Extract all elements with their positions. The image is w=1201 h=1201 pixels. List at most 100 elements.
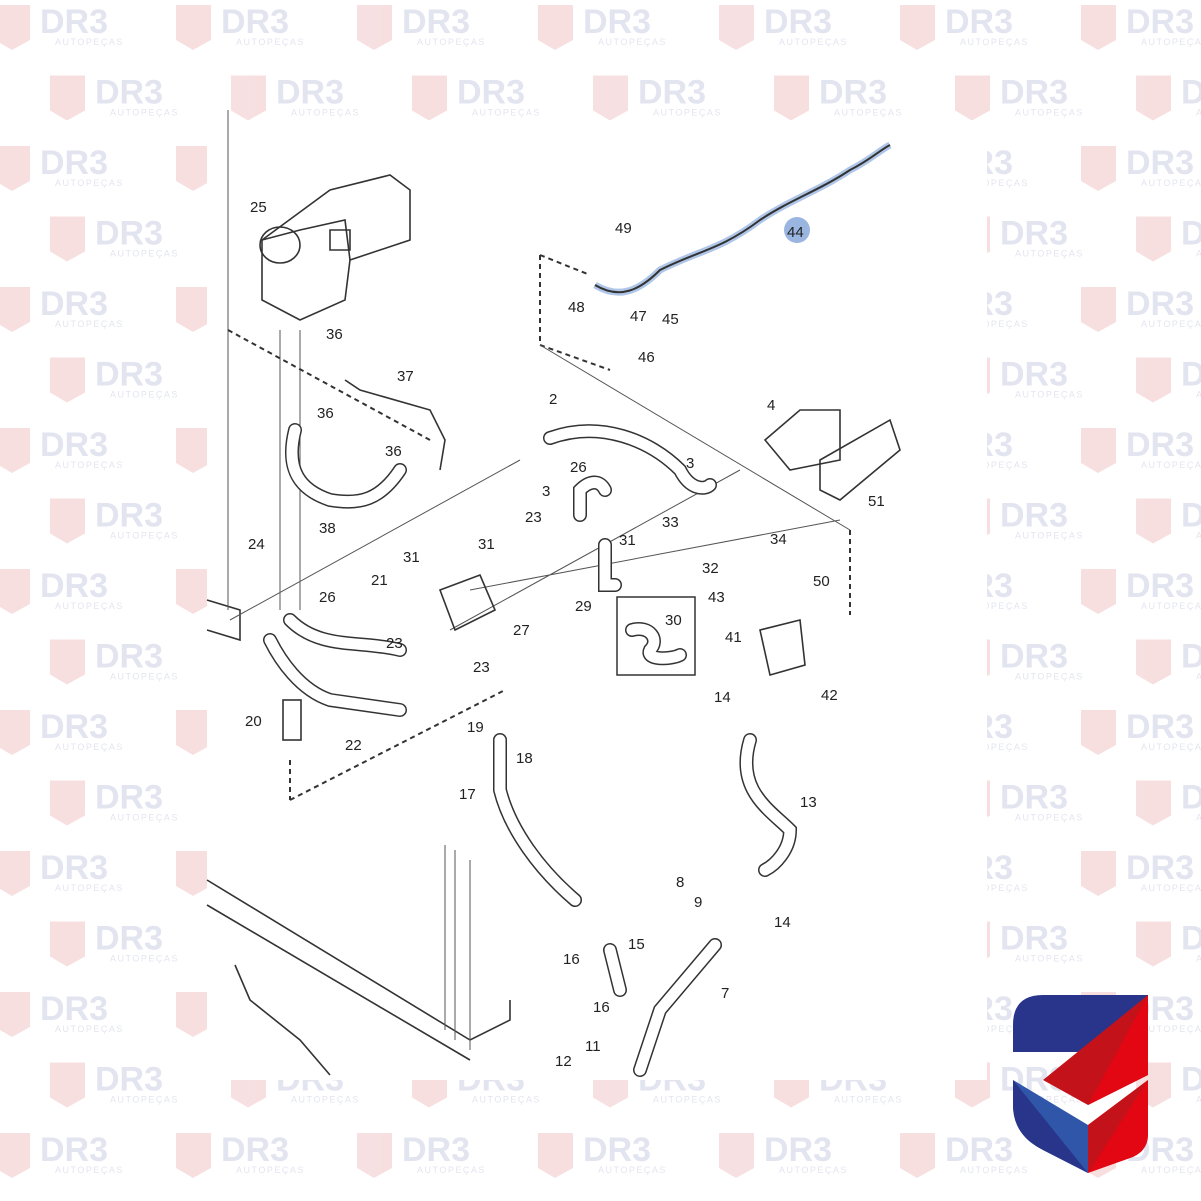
svg-text:AUTOPEÇAS: AUTOPEÇAS xyxy=(55,319,124,329)
svg-text:AUTOPEÇAS: AUTOPEÇAS xyxy=(1015,249,1084,259)
svg-text:DR3: DR3 xyxy=(95,215,163,253)
svg-text:AUTOPEÇAS: AUTOPEÇAS xyxy=(1141,1024,1201,1034)
svg-text:DR3: DR3 xyxy=(1126,3,1194,41)
callout-label: 31 xyxy=(619,532,636,549)
svg-text:AUTOPEÇAS: AUTOPEÇAS xyxy=(653,108,722,118)
callout-label: 29 xyxy=(575,598,592,615)
callout-label: 24 xyxy=(248,536,265,553)
svg-text:DR3: DR3 xyxy=(764,3,832,41)
callout-label: 32 xyxy=(702,560,719,577)
callout-label: 49 xyxy=(615,220,632,237)
svg-text:DR3: DR3 xyxy=(95,920,163,958)
callout-label: 44 xyxy=(787,224,804,241)
svg-text:DR3: DR3 xyxy=(819,74,887,112)
svg-text:DR3: DR3 xyxy=(583,3,651,41)
callout-label: 22 xyxy=(345,737,362,754)
callout-label: 33 xyxy=(662,514,679,531)
svg-text:DR3: DR3 xyxy=(1126,708,1194,746)
svg-text:DR3: DR3 xyxy=(40,285,108,323)
svg-text:AUTOPEÇAS: AUTOPEÇAS xyxy=(55,460,124,470)
svg-text:AUTOPEÇAS: AUTOPEÇAS xyxy=(1196,954,1201,964)
svg-text:AUTOPEÇAS: AUTOPEÇAS xyxy=(1141,319,1201,329)
callout-label: 23 xyxy=(473,659,490,676)
callout-label: 21 xyxy=(371,572,388,589)
svg-text:AUTOPEÇAS: AUTOPEÇAS xyxy=(472,108,541,118)
callout-label: 31 xyxy=(478,536,495,553)
svg-text:DR3: DR3 xyxy=(402,1131,470,1169)
pipe-37 xyxy=(344,379,446,471)
svg-text:AUTOPEÇAS: AUTOPEÇAS xyxy=(1141,37,1201,47)
radiator xyxy=(206,110,511,1076)
callout-label: 16 xyxy=(563,951,580,968)
callout-label: 43 xyxy=(708,589,725,606)
svg-text:AUTOPEÇAS: AUTOPEÇAS xyxy=(55,178,124,188)
svg-text:DR3: DR3 xyxy=(40,990,108,1028)
pipe-20 xyxy=(282,699,302,741)
svg-text:DR3: DR3 xyxy=(457,74,525,112)
svg-text:DR3: DR3 xyxy=(1181,779,1201,817)
callout-label: 16 xyxy=(593,999,610,1016)
callout-label: 31 xyxy=(403,549,420,566)
callout-label: 37 xyxy=(397,368,414,385)
callout-label: 27 xyxy=(513,622,530,639)
svg-text:AUTOPEÇAS: AUTOPEÇAS xyxy=(960,601,1029,611)
svg-text:DR3: DR3 xyxy=(1181,74,1201,112)
svg-text:AUTOPEÇAS: AUTOPEÇAS xyxy=(1141,178,1201,188)
callout-label: 45 xyxy=(662,311,679,328)
callout-label: 23 xyxy=(525,509,542,526)
svg-text:DR3: DR3 xyxy=(1126,285,1194,323)
svg-text:AUTOPEÇAS: AUTOPEÇAS xyxy=(236,1165,305,1175)
callout-label: 13 xyxy=(800,794,817,811)
svg-text:DR3: DR3 xyxy=(95,638,163,676)
callout-label: 20 xyxy=(245,713,262,730)
callout-label: 3 xyxy=(542,483,550,500)
callout-label: 38 xyxy=(319,520,336,537)
callout-label: 9 xyxy=(694,894,702,911)
expansion-tank xyxy=(259,174,411,321)
svg-text:AUTOPEÇAS: AUTOPEÇAS xyxy=(960,1024,1029,1034)
svg-text:DR3: DR3 xyxy=(1126,567,1194,605)
svg-text:DR3: DR3 xyxy=(40,144,108,182)
svg-text:DR3: DR3 xyxy=(764,1131,832,1169)
svg-text:DR3: DR3 xyxy=(40,849,108,887)
svg-text:AUTOPEÇAS: AUTOPEÇAS xyxy=(417,1165,486,1175)
callout-label: 15 xyxy=(628,936,645,953)
svg-text:AUTOPEÇAS: AUTOPEÇAS xyxy=(110,531,179,541)
svg-text:AUTOPEÇAS: AUTOPEÇAS xyxy=(1196,249,1201,259)
callout-label: 11 xyxy=(585,1038,601,1055)
svg-text:AUTOPEÇAS: AUTOPEÇAS xyxy=(1015,813,1084,823)
svg-text:AUTOPEÇAS: AUTOPEÇAS xyxy=(960,319,1029,329)
callout-label: 26 xyxy=(319,589,336,606)
callout-label: 23 xyxy=(386,635,403,652)
svg-text:DR3: DR3 xyxy=(221,3,289,41)
svg-text:AUTOPEÇAS: AUTOPEÇAS xyxy=(779,37,848,47)
svg-text:AUTOPEÇAS: AUTOPEÇAS xyxy=(1196,813,1201,823)
callout-label: 18 xyxy=(516,750,533,767)
svg-text:AUTOPEÇAS: AUTOPEÇAS xyxy=(55,883,124,893)
callout-label: 14 xyxy=(774,914,791,931)
callout-label: 36 xyxy=(385,443,402,460)
callout-label: 8 xyxy=(676,874,684,891)
callout-label: 4 xyxy=(767,397,775,414)
svg-text:AUTOPEÇAS: AUTOPEÇAS xyxy=(834,1095,903,1105)
svg-text:AUTOPEÇAS: AUTOPEÇAS xyxy=(1141,1165,1201,1175)
svg-text:DR3: DR3 xyxy=(95,1061,163,1099)
